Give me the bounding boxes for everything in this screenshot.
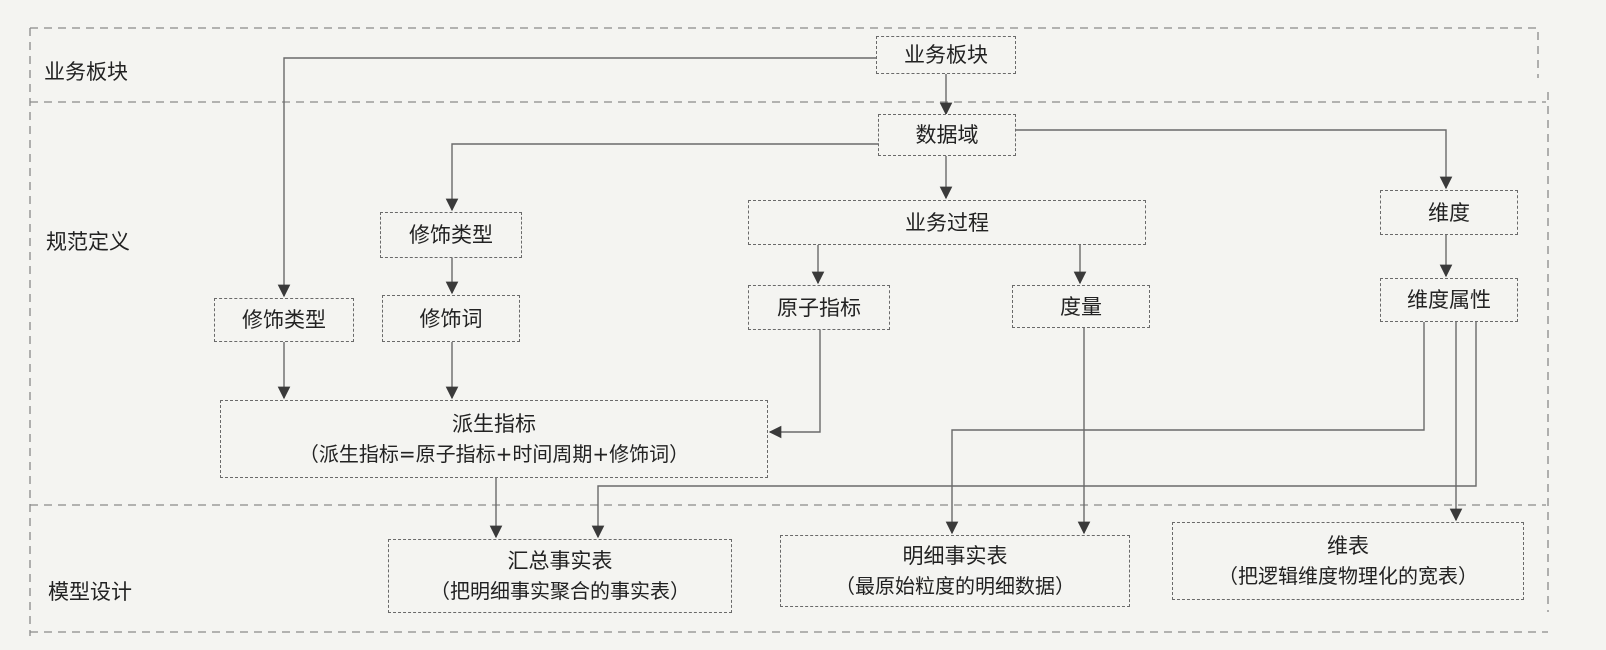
- node-modifier-type-b: 修饰类型: [214, 298, 354, 342]
- node-summary-fact-table: 汇总事实表 （把明细事实聚合的事实表）: [388, 539, 732, 613]
- node-dimension: 维度: [1380, 190, 1518, 235]
- edge-attr-to-detail: [945, 322, 1425, 535]
- node-note: （把逻辑维度物理化的宽表）: [1218, 564, 1478, 588]
- section-label-model: 模型设计: [48, 580, 132, 604]
- section-label-business: 业务板块: [44, 60, 128, 84]
- node-note: （最原始粒度的明细数据）: [835, 574, 1075, 598]
- node-label: 修饰类型: [242, 308, 326, 332]
- node-modifier-type-a: 修饰类型: [380, 212, 522, 258]
- node-derived-metric: 派生指标 （派生指标=原子指标+时间周期+修饰词）: [220, 400, 768, 478]
- node-label: 维度: [1428, 200, 1470, 225]
- node-label: 原子指标: [777, 295, 861, 320]
- node-label: 修饰词: [419, 306, 483, 331]
- node-dimension-attribute: 维度属性: [1380, 278, 1518, 322]
- node-detail-fact-table: 明细事实表 （最原始粒度的明细数据）: [780, 535, 1130, 607]
- edge-atomic-to-derived: [768, 330, 821, 439]
- node-title: 汇总事实表: [507, 549, 613, 573]
- node-label: 修饰类型: [409, 223, 493, 247]
- node-data-domain: 数据域: [878, 114, 1016, 156]
- node-title: 维表: [1327, 534, 1369, 558]
- edge-attr-to-summary: [591, 322, 1477, 539]
- node-label: 业务过程: [905, 210, 989, 235]
- node-dimension-table: 维表 （把逻辑维度物理化的宽表）: [1172, 522, 1524, 600]
- node-business-block: 业务板块: [876, 36, 1016, 74]
- node-note: （派生指标=原子指标+时间周期+修饰词）: [298, 442, 690, 466]
- node-label: 度量: [1060, 294, 1102, 319]
- section-divider-top: [30, 27, 1539, 78]
- node-title: 派生指标: [452, 412, 536, 436]
- section-label-spec: 规范定义: [46, 230, 130, 254]
- node-label: 维度属性: [1407, 288, 1491, 312]
- edge-domain-to-modtype-a: [445, 143, 878, 212]
- node-label: 数据域: [915, 123, 979, 147]
- node-label: 业务板块: [904, 43, 988, 67]
- node-measure: 度量: [1012, 285, 1150, 328]
- edge-domain-to-dimension: [1016, 129, 1453, 190]
- node-business-process: 业务过程: [748, 200, 1146, 245]
- edge-business-to-modtype-b: [277, 57, 876, 298]
- node-title: 明细事实表: [902, 544, 1008, 568]
- node-modifier-word: 修饰词: [382, 295, 520, 342]
- node-note: （把明细事实聚合的事实表）: [430, 579, 690, 603]
- node-atomic-metric: 原子指标: [748, 285, 890, 330]
